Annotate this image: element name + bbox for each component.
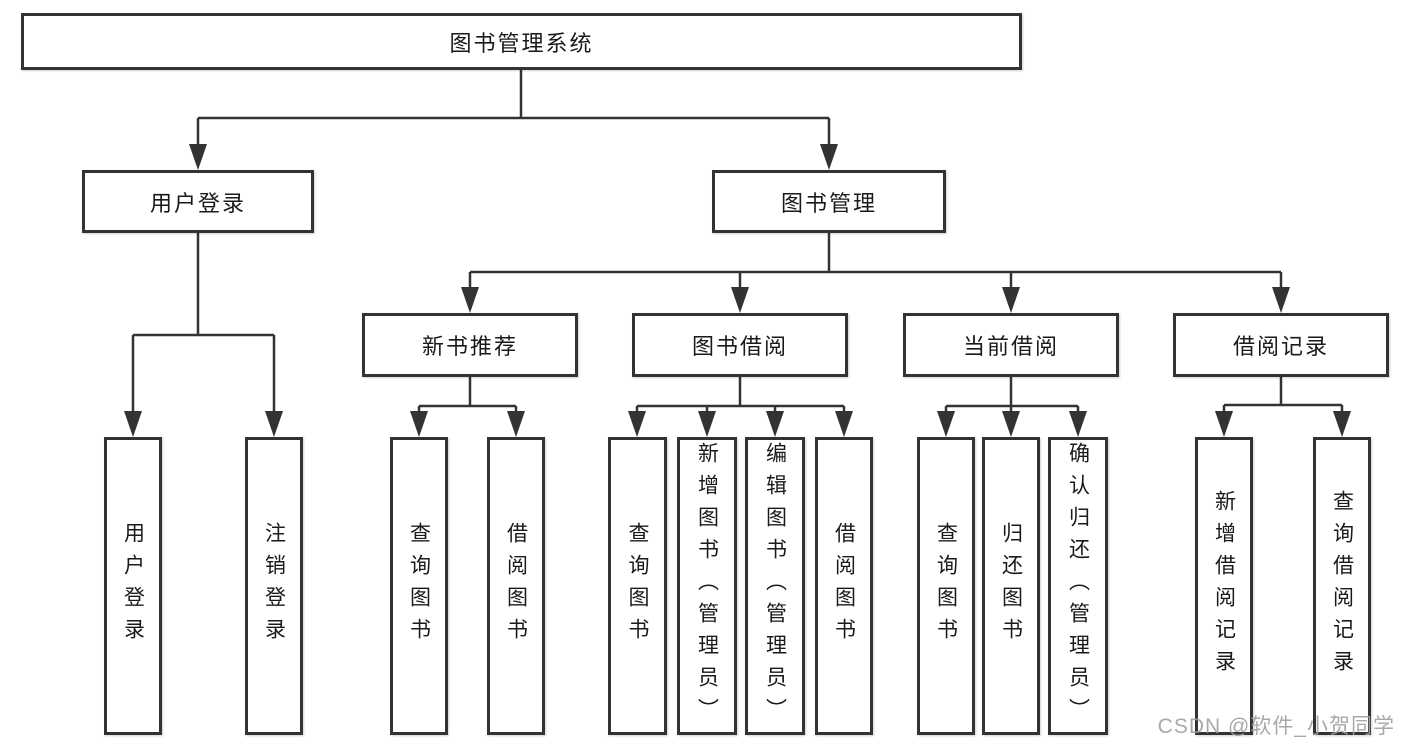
arrowhead: [410, 411, 428, 437]
arrowhead: [937, 411, 955, 437]
edge-root-trunk: [196, 70, 831, 166]
node-label: 当前借阅: [962, 334, 1059, 359]
node-label: 查询图书: [626, 522, 649, 650]
leaf-confirm-return-admin: 确认归还（管理员）: [1048, 437, 1108, 735]
arrowhead: [265, 411, 283, 437]
leaf-add-book-admin: 新增图书（管理员）: [677, 437, 737, 735]
arrowhead: [1069, 411, 1087, 437]
arrowhead: [507, 411, 525, 437]
edge-book-borrow-trunk: [635, 377, 846, 433]
node-label: 查询图书: [934, 522, 958, 650]
node-label: 注销登录: [262, 522, 286, 650]
edge-borrow-records-trunk: [1222, 377, 1344, 433]
node-book-borrow: 图书借阅: [632, 313, 848, 377]
arrowhead: [1272, 287, 1290, 313]
arrowheads: [124, 144, 1351, 437]
arrowhead: [461, 287, 479, 313]
node-label: 查询借阅记录: [1330, 490, 1354, 682]
node-label: 图书借阅: [691, 334, 788, 359]
node-label: 归还图书: [999, 522, 1023, 650]
node-label: 编辑图书（管理员）: [763, 442, 787, 730]
leaf-query-books-recommend: 查询图书: [390, 437, 448, 735]
leaf-logout: 注销登录: [245, 437, 303, 735]
arrowhead: [766, 411, 784, 437]
node-label: 图书管理系统: [449, 30, 594, 56]
arrowhead: [1002, 287, 1020, 313]
arrowhead: [820, 144, 838, 170]
node-library-management-system: 图书管理系统: [21, 13, 1022, 70]
arrowhead: [731, 287, 749, 313]
node-label: 图书管理: [780, 190, 877, 216]
node-label: 借阅记录: [1232, 334, 1329, 359]
leaf-edit-book-admin: 编辑图书（管理员）: [745, 437, 805, 735]
leaf-query-books-current: 查询图书: [917, 437, 975, 735]
node-label: 新增图书（管理员）: [695, 442, 719, 730]
node-label: 新增借阅记录: [1212, 490, 1236, 682]
node-book-management: 图书管理: [712, 170, 946, 233]
node-borrow-records: 借阅记录: [1173, 313, 1389, 377]
edge-book-management-trunk: [468, 233, 1283, 309]
node-label: 借阅图书: [504, 522, 528, 650]
arrowhead: [628, 411, 646, 437]
arrowhead: [1333, 411, 1351, 437]
node-label: 用户登录: [121, 522, 145, 650]
leaf-add-borrow-record: 新增借阅记录: [1195, 437, 1253, 735]
node-label: 用户登录: [149, 190, 246, 216]
csdn-watermark: CSDN @软件_小贺同学: [1157, 715, 1395, 738]
arrowhead: [1215, 411, 1233, 437]
edge-new-book-trunk: [417, 377, 518, 433]
leaf-return-books: 归还图书: [982, 437, 1040, 735]
node-user-login: 用户登录: [82, 170, 314, 233]
leaf-query-books-borrow: 查询图书: [608, 437, 667, 735]
arrowhead: [835, 411, 853, 437]
arrowhead: [698, 411, 716, 437]
leaf-borrow-books: 借阅图书: [815, 437, 873, 735]
edge-user-login-trunk: [131, 233, 276, 433]
leaf-borrow-books-recommend: 借阅图书: [487, 437, 545, 735]
node-label: 借阅图书: [832, 522, 856, 650]
leaf-user-login: 用户登录: [104, 437, 162, 735]
node-new-book-recommend: 新书推荐: [362, 313, 578, 377]
arrowhead: [124, 411, 142, 437]
node-current-borrow: 当前借阅: [903, 313, 1119, 377]
node-label: 查询图书: [407, 522, 431, 650]
arrowhead: [1002, 411, 1020, 437]
node-label: 确认归还（管理员）: [1066, 442, 1090, 730]
node-label: 新书推荐: [421, 334, 518, 359]
arrowhead: [189, 144, 207, 170]
leaf-query-borrow-record: 查询借阅记录: [1313, 437, 1371, 735]
